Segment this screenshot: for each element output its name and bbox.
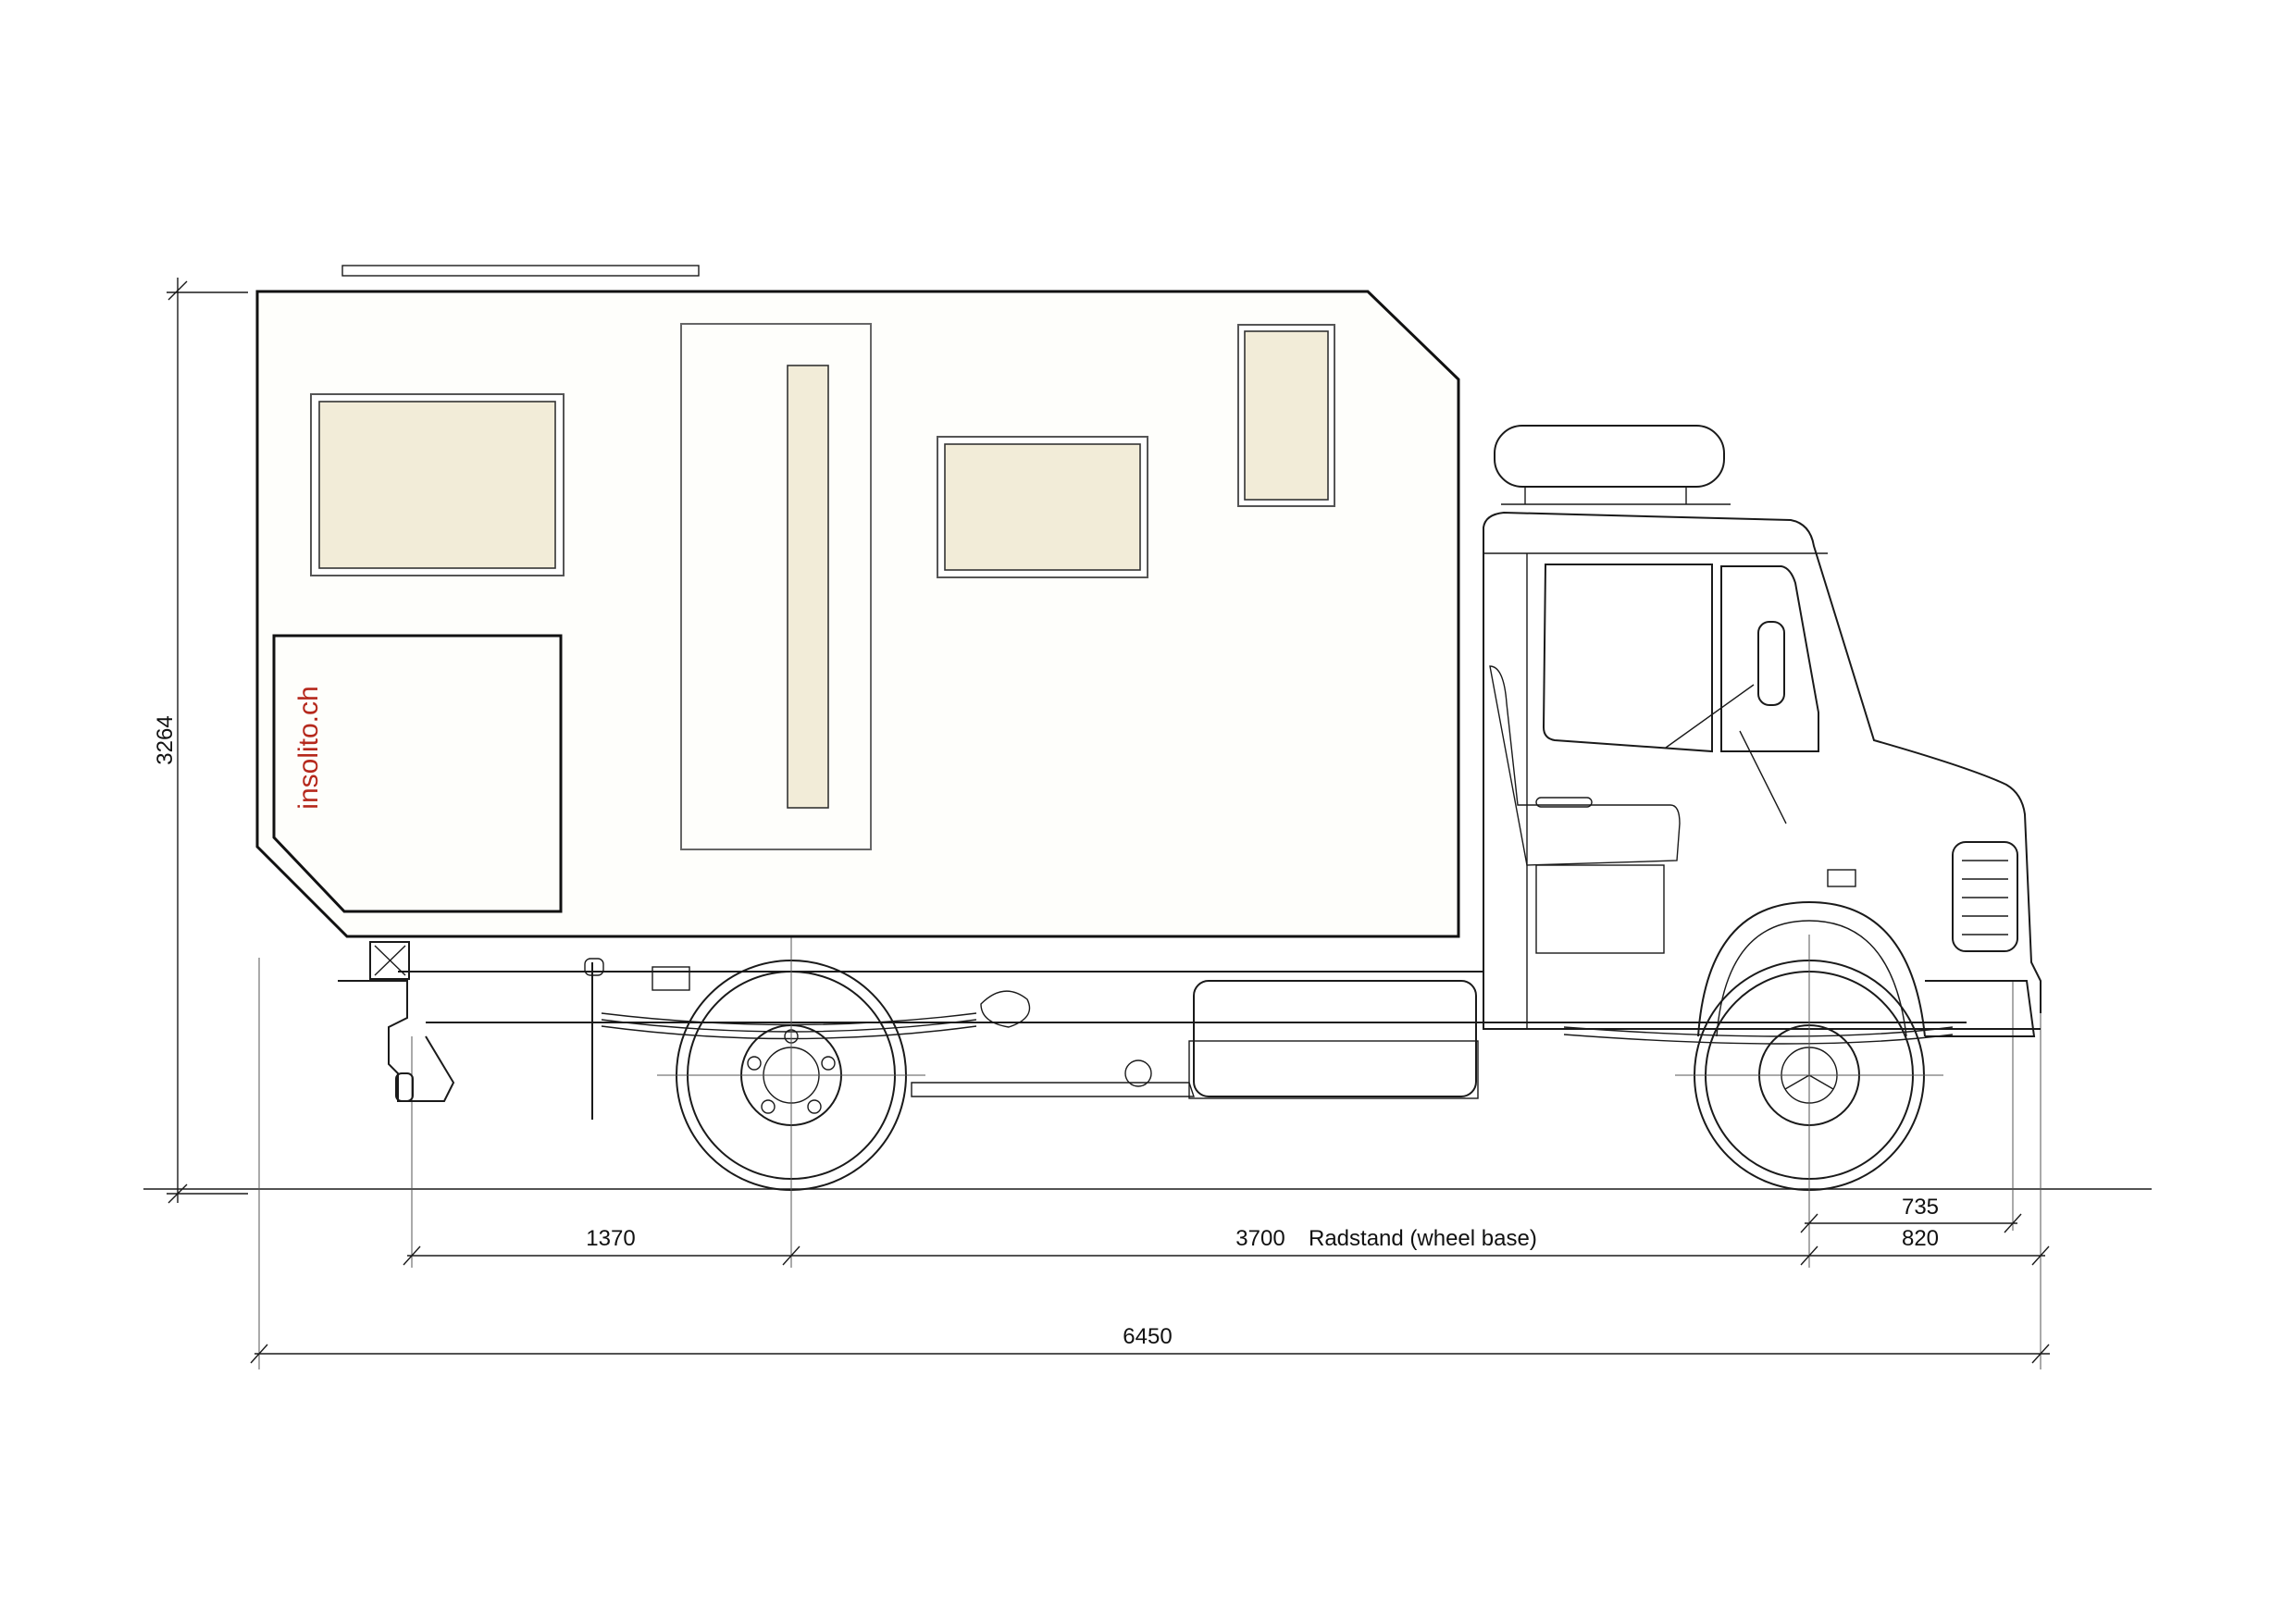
- front-wheel: [1675, 939, 1943, 1194]
- brand-text: insolito.ch: [293, 686, 324, 809]
- roof-box: [1494, 425, 1725, 488]
- fuel-tank: [1193, 980, 1477, 1097]
- camper-window-middle-glass: [944, 443, 1141, 571]
- dimension-lines: [143, 278, 2152, 1369]
- dimension-wheel-base-label: Radstand (wheel base): [1309, 1226, 1537, 1251]
- roof-rail: [341, 265, 700, 277]
- dimension-total-height: 3264: [153, 715, 178, 764]
- entry-door: [680, 323, 872, 850]
- camper-window-rear-upper-glass: [318, 401, 556, 569]
- dimension-rear-overhang: 1370: [586, 1226, 635, 1251]
- rear-step: [369, 941, 410, 980]
- dimension-total-length: 6450: [1123, 1324, 1172, 1349]
- dimension-front-axle-to-bumper: 735: [1902, 1195, 1939, 1220]
- driver-cab: [1483, 425, 2042, 1037]
- rear-wheel: [657, 939, 925, 1194]
- camper-window-front-upper-glass: [1244, 330, 1329, 501]
- battery-box: [652, 966, 690, 991]
- chassis-frame: [338, 941, 2041, 1120]
- dimension-front-overhang: 820: [1902, 1226, 1939, 1251]
- dimension-wheel-base-value: 3700: [1235, 1226, 1285, 1251]
- entry-door-window: [787, 365, 829, 809]
- rear-door: [272, 634, 563, 913]
